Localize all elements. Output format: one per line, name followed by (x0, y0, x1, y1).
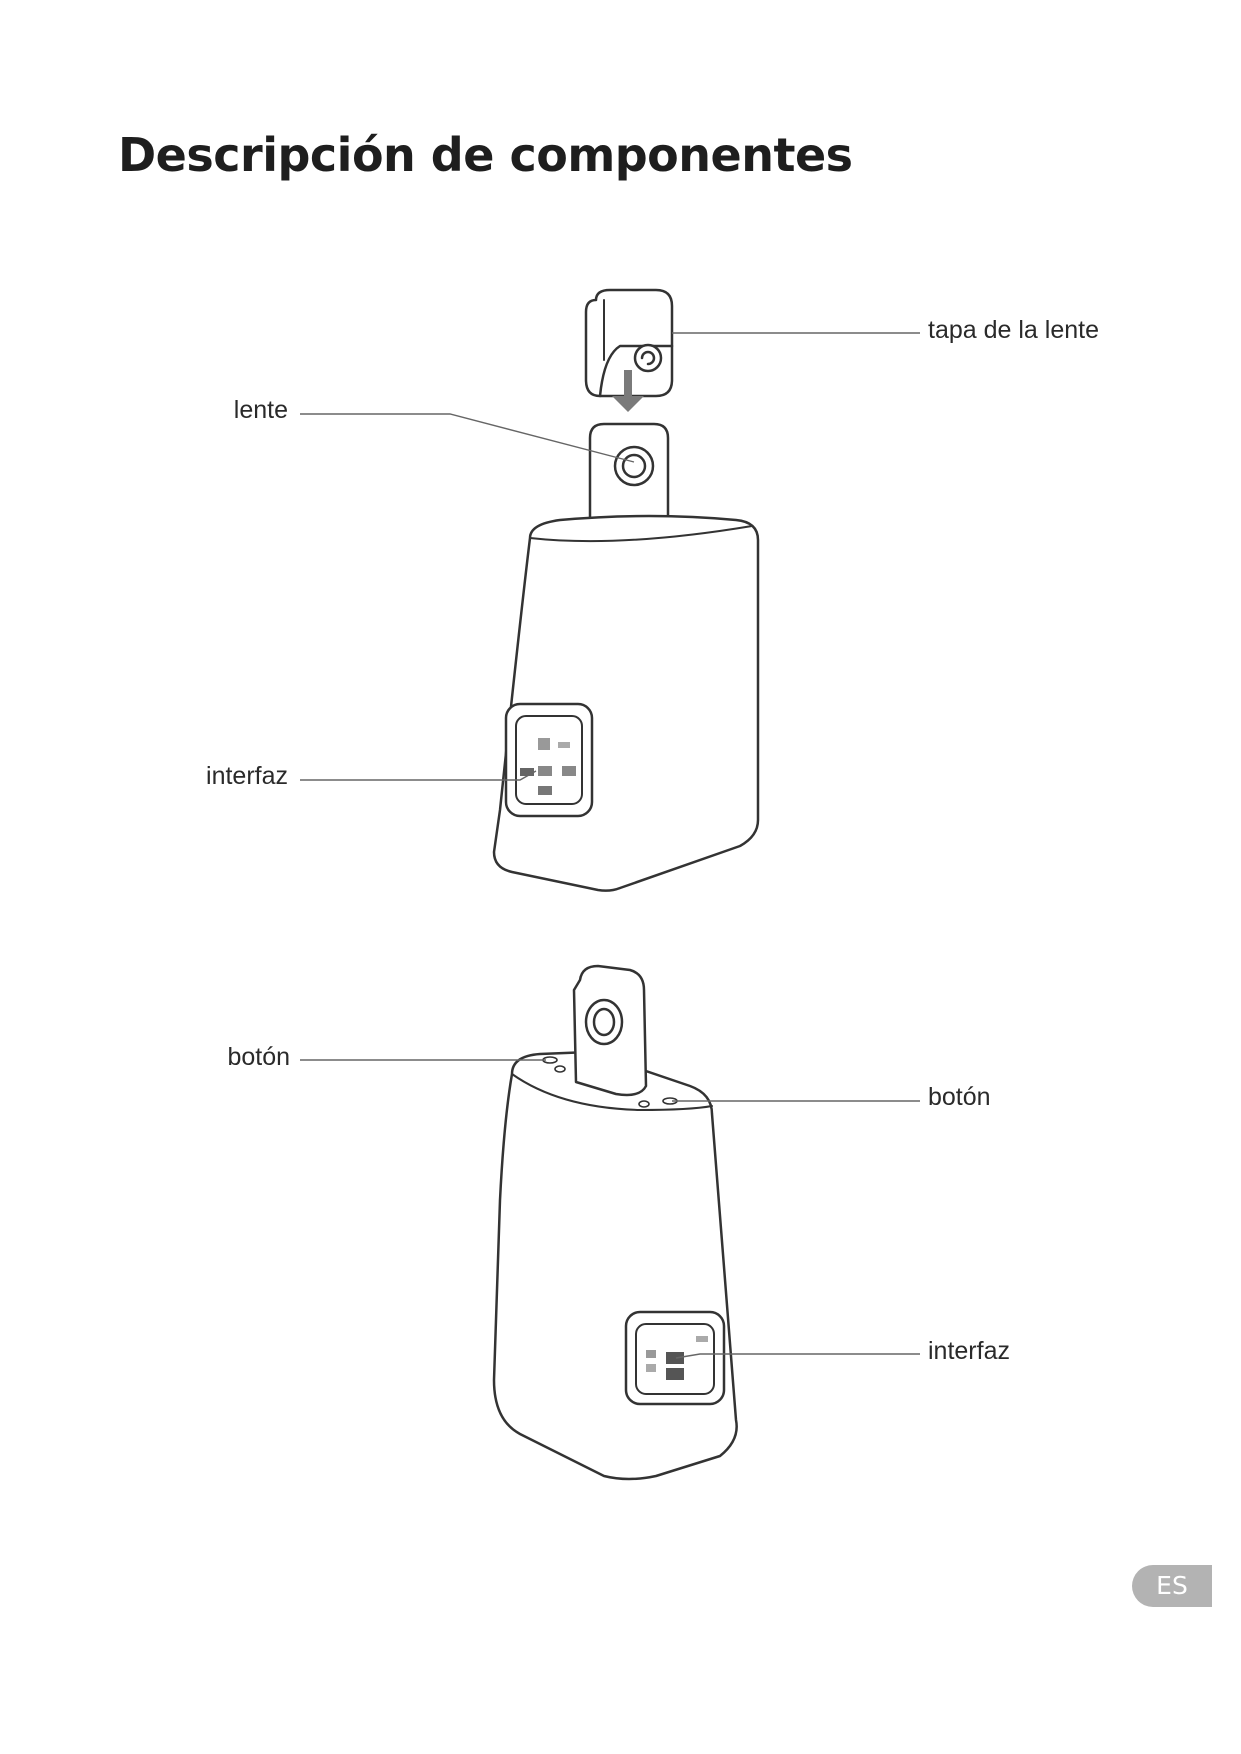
label-button-right: botón (928, 1083, 991, 1111)
device-back-illustration (492, 964, 738, 1481)
interface-panel-illustration (504, 702, 594, 818)
label-button-left: botón (227, 1043, 290, 1071)
lens-holder-illustration (588, 422, 670, 532)
leader-lines-bottom (300, 1059, 920, 1359)
language-tab: ES (1132, 1565, 1212, 1607)
device-front-illustration (492, 288, 760, 892)
lens-holder-illustration (572, 964, 648, 1097)
label-lens: lente (233, 396, 288, 424)
label-interface-bottom: interfaz (928, 1337, 1010, 1365)
lens-cap-illustration (584, 288, 674, 398)
label-lens-cap: tapa de la lente (928, 316, 1099, 344)
device-body-illustration (492, 1050, 738, 1481)
leader-lines-top (300, 332, 920, 781)
arrow-down-icon (612, 370, 644, 412)
label-interface-top: interfaz (206, 762, 288, 790)
interface-panel-illustration (624, 1310, 726, 1406)
page-title: Descripción de componentes (118, 128, 853, 182)
